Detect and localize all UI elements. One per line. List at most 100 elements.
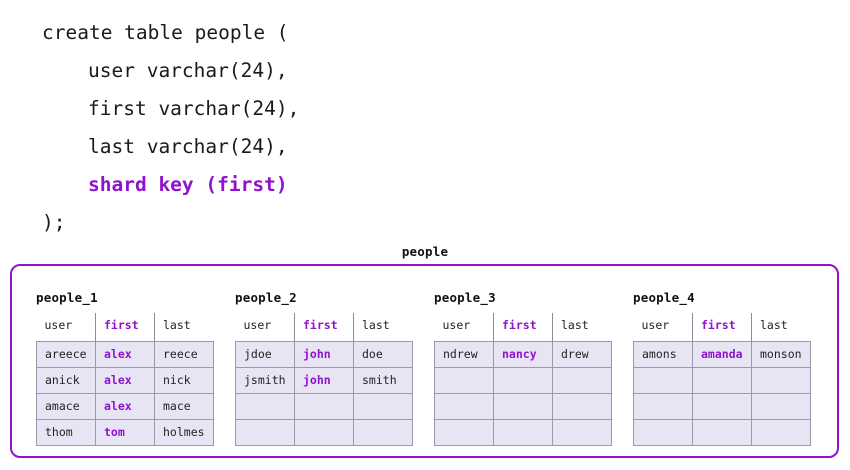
column-header-last: last xyxy=(552,313,612,342)
table-cell-empty xyxy=(552,367,612,394)
cluster-title: people xyxy=(401,244,449,259)
table-cell-empty xyxy=(235,393,295,420)
table-row xyxy=(235,393,413,420)
table-cell-last: smith xyxy=(353,367,413,394)
table-cell-empty xyxy=(294,419,354,446)
table-cell-user: anick xyxy=(36,367,96,394)
table-cell-empty xyxy=(434,419,494,446)
table-cell-empty xyxy=(692,419,752,446)
table-cell-first: alex xyxy=(95,393,155,420)
column-header-first: first xyxy=(294,313,354,342)
table-row xyxy=(633,367,811,394)
table-cell-user: jsmith xyxy=(235,367,295,394)
table-cell-empty xyxy=(493,419,553,446)
shard-label: people_1 xyxy=(36,290,98,305)
table-cell-last: drew xyxy=(552,341,612,368)
table-row xyxy=(235,419,413,446)
table-cell-empty xyxy=(633,393,693,420)
table-cell-user: thom xyxy=(36,419,96,446)
column-header-first: first xyxy=(493,313,553,342)
table-cell-first: alex xyxy=(95,341,155,368)
table-cell-empty xyxy=(434,393,494,420)
code-line: first varchar(24), xyxy=(88,97,300,120)
table-cell-empty xyxy=(552,393,612,420)
table-cell-user: amons xyxy=(633,341,693,368)
table-cell-empty xyxy=(633,367,693,394)
code-line: user varchar(24), xyxy=(88,59,288,82)
code-line: last varchar(24), xyxy=(88,135,288,158)
column-header-last: last xyxy=(751,313,811,342)
code-line-shard-key: shard key (first) xyxy=(88,173,288,196)
table-cell-empty xyxy=(493,393,553,420)
table-cell-last: nick xyxy=(154,367,214,394)
column-header-last: last xyxy=(154,313,214,342)
table-cell-empty xyxy=(751,393,811,420)
table-cell-user: ndrew xyxy=(434,341,494,368)
code-line: create table people ( xyxy=(42,21,289,44)
sql-code-block: create table people ( user varchar(24), fi… xyxy=(42,14,562,242)
table-cell-last: monson xyxy=(751,341,811,368)
table-cell-last: reece xyxy=(154,341,214,368)
table-cell-empty xyxy=(434,367,494,394)
table-row xyxy=(633,393,811,420)
table-cell-empty xyxy=(552,419,612,446)
table-cell-first: amanda xyxy=(692,341,752,368)
column-header-first: first xyxy=(692,313,752,342)
table-cell-empty xyxy=(294,393,354,420)
table-cell-last: doe xyxy=(353,341,413,368)
code-line: ); xyxy=(42,211,66,234)
table-cell-empty xyxy=(235,419,295,446)
column-header-user: user xyxy=(44,318,73,332)
table-row xyxy=(434,419,612,446)
column-header-user: user xyxy=(442,318,471,332)
shard-label: people_3 xyxy=(434,290,496,305)
table-cell-last: holmes xyxy=(154,419,214,446)
table-cell-first: john xyxy=(294,341,354,368)
column-header-user: user xyxy=(243,318,272,332)
table-cell-last: mace xyxy=(154,393,214,420)
shard-label: people_4 xyxy=(633,290,695,305)
table-cell-empty xyxy=(633,419,693,446)
table-cell-user: amace xyxy=(36,393,96,420)
table-cell-empty xyxy=(751,419,811,446)
table-cell-first: nancy xyxy=(493,341,553,368)
table-cell-empty xyxy=(493,367,553,394)
table-cell-user: areece xyxy=(36,341,96,368)
table-cell-first: john xyxy=(294,367,354,394)
shard-label: people_2 xyxy=(235,290,297,305)
table-cell-empty xyxy=(751,367,811,394)
table-cell-empty xyxy=(692,367,752,394)
table-cell-user: jdoe xyxy=(235,341,295,368)
table-cell-empty xyxy=(353,393,413,420)
column-header-last: last xyxy=(353,313,413,342)
column-header-first: first xyxy=(95,313,155,342)
table-row xyxy=(434,393,612,420)
column-header-user: user xyxy=(641,318,670,332)
table-cell-empty xyxy=(692,393,752,420)
table-cell-empty xyxy=(353,419,413,446)
table-cell-first: tom xyxy=(95,419,155,446)
table-row xyxy=(633,419,811,446)
